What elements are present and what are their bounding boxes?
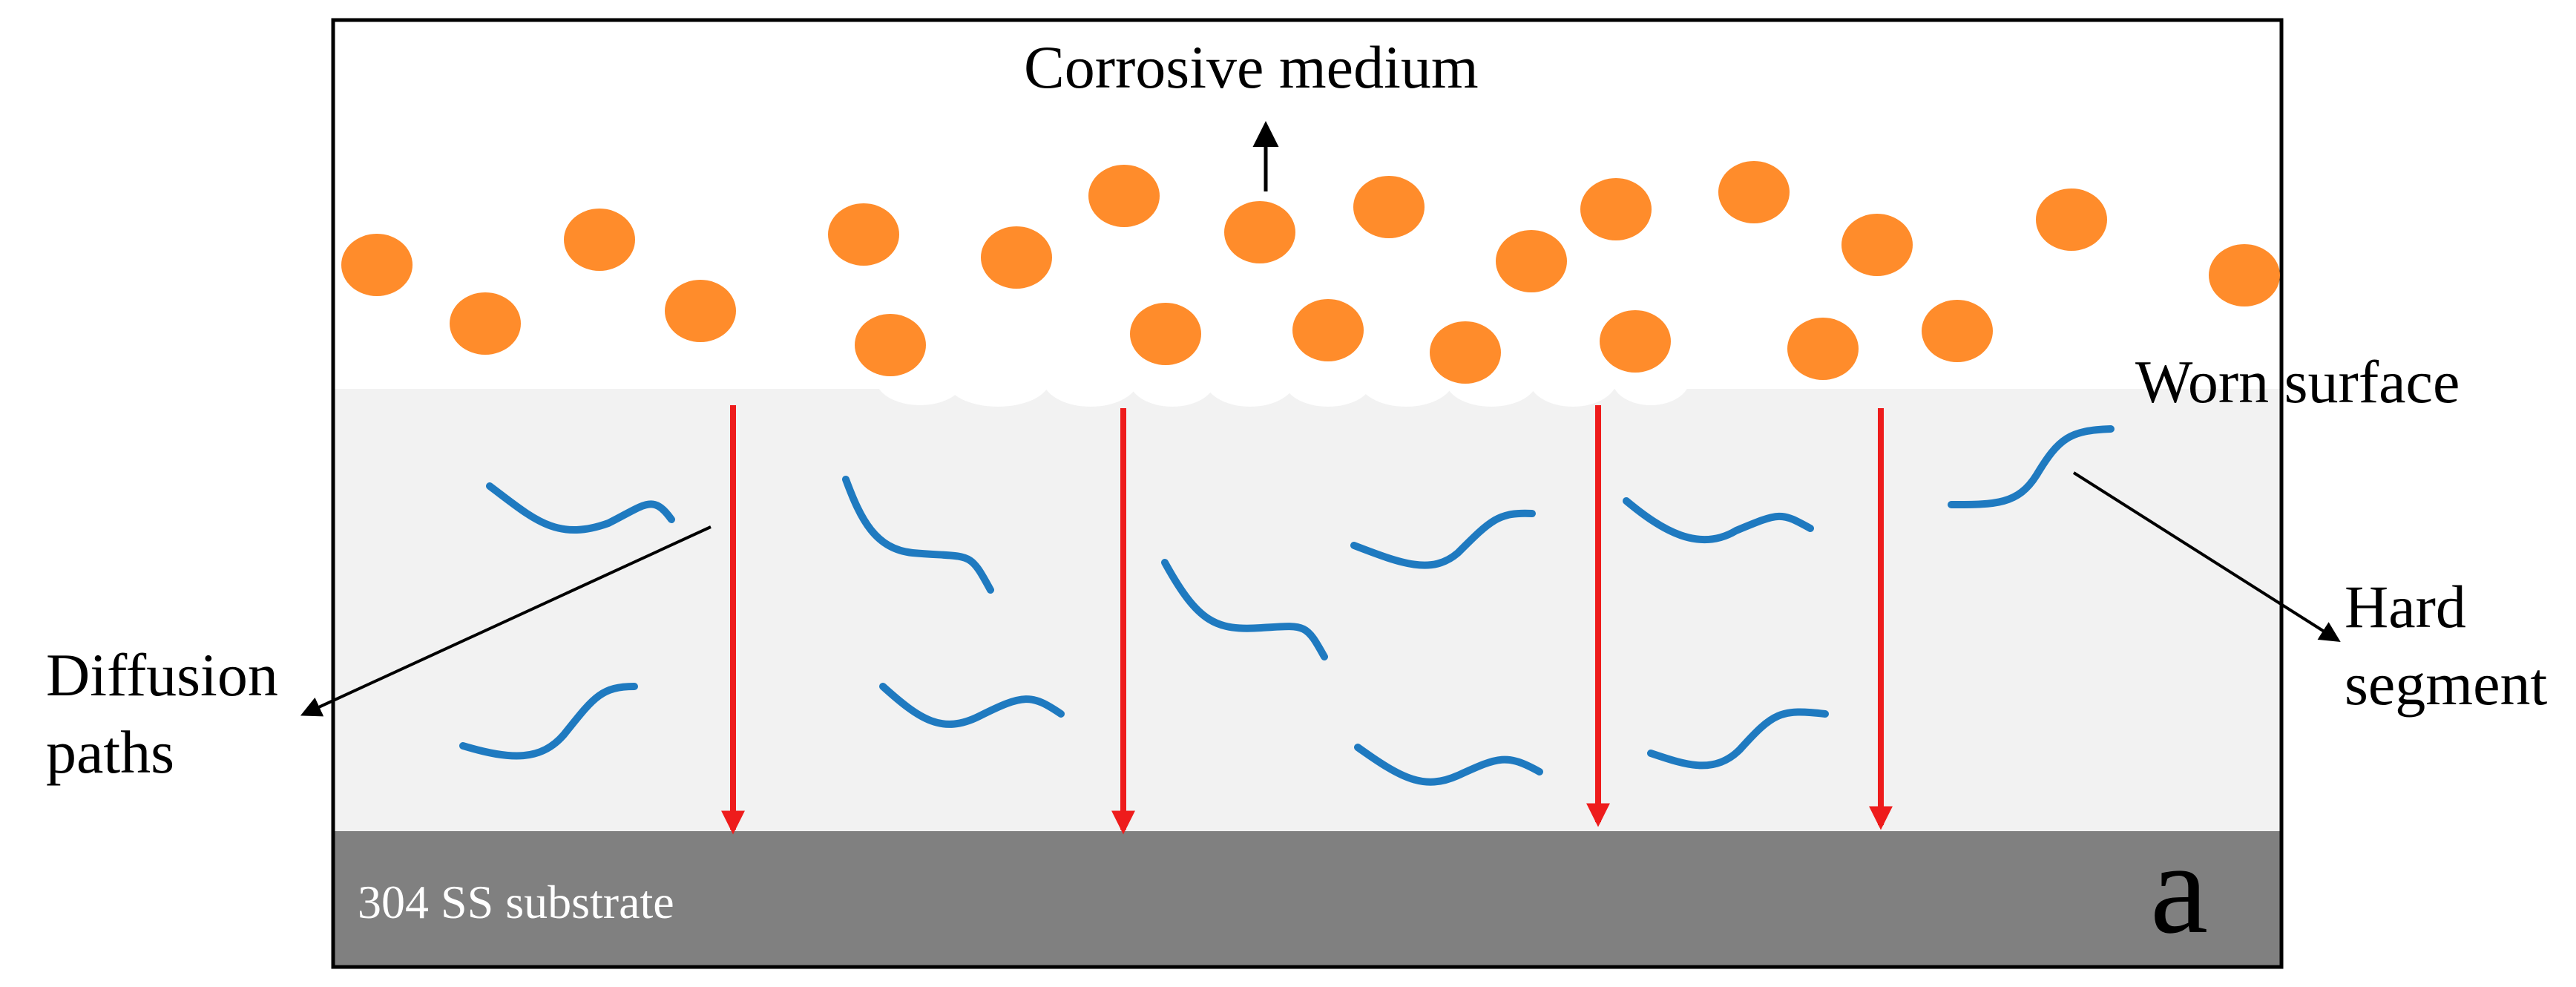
corrosive-particle bbox=[828, 203, 899, 266]
hard-segment-chain bbox=[879, 683, 1065, 728]
corrosive-particle bbox=[1496, 230, 1567, 292]
corrosive-particle bbox=[1718, 161, 1790, 223]
corrosive-particle bbox=[1600, 310, 1671, 373]
corrosive-particle bbox=[341, 234, 413, 296]
coating-layer bbox=[333, 389, 2281, 831]
corrosive-particle bbox=[855, 314, 926, 376]
hard-segment-chain bbox=[1647, 708, 1829, 770]
corrosive-particle bbox=[1224, 201, 1295, 263]
corrosive-particle bbox=[564, 209, 635, 271]
hard-segment-label-line-2: segment bbox=[2345, 650, 2548, 718]
hard-segment-chain bbox=[1161, 559, 1328, 660]
corrosive-particle bbox=[2209, 244, 2280, 306]
hard-segment-chain bbox=[1623, 497, 1814, 544]
corrosive-particle bbox=[2036, 188, 2107, 251]
hard-segment-label-line-1: Hard bbox=[2345, 573, 2466, 640]
substrate-label: 304 SS substrate bbox=[358, 876, 674, 928]
hard-segment-label: Hard segment bbox=[2345, 568, 2547, 723]
corrosive-particle bbox=[450, 292, 521, 355]
hard-segment-chain bbox=[1948, 425, 2115, 508]
corrosive-particle bbox=[1922, 300, 1993, 362]
hard-segment-chain bbox=[1350, 509, 1536, 569]
diffusion-paths-pointer-arrow bbox=[300, 525, 712, 717]
diffusion-paths-label: Diffusion paths bbox=[46, 637, 278, 791]
corrosive-particle bbox=[981, 226, 1052, 289]
corrosive-particle bbox=[1353, 176, 1425, 238]
hard-segment-chain bbox=[486, 482, 675, 534]
corrosive-particles bbox=[341, 161, 2280, 384]
diffusion-paths-label-line-2: paths bbox=[46, 718, 175, 786]
worn-surface-label: Worn surface bbox=[2135, 348, 2460, 416]
diffusion-arrows bbox=[721, 405, 1893, 835]
corrosive-particle bbox=[1841, 214, 1913, 276]
corrosive-particle bbox=[1430, 321, 1501, 384]
hard-segments bbox=[459, 425, 2115, 786]
worn-surface-scallops bbox=[875, 350, 1689, 407]
corrosive-medium-label: Corrosive medium bbox=[1024, 33, 1479, 101]
substrate-layer bbox=[333, 831, 2281, 967]
diagram-frame bbox=[331, 18, 2284, 969]
hard-segment-pointer-arrow bbox=[2072, 471, 2341, 642]
diffusion-paths-label-line-1: Diffusion bbox=[46, 641, 278, 709]
corrosive-particle bbox=[1787, 318, 1859, 380]
corrosive-particle bbox=[1088, 165, 1160, 227]
corrosive-particle bbox=[665, 280, 736, 342]
hard-segment-chain bbox=[842, 476, 994, 594]
panel-letter: a bbox=[2150, 816, 2209, 961]
hard-segment-chain bbox=[459, 683, 638, 760]
corrosive-particle bbox=[1130, 303, 1201, 365]
corrosive-particle bbox=[1292, 299, 1364, 361]
hard-segment-chain bbox=[1354, 744, 1543, 786]
corrosive-particle bbox=[1580, 178, 1652, 240]
